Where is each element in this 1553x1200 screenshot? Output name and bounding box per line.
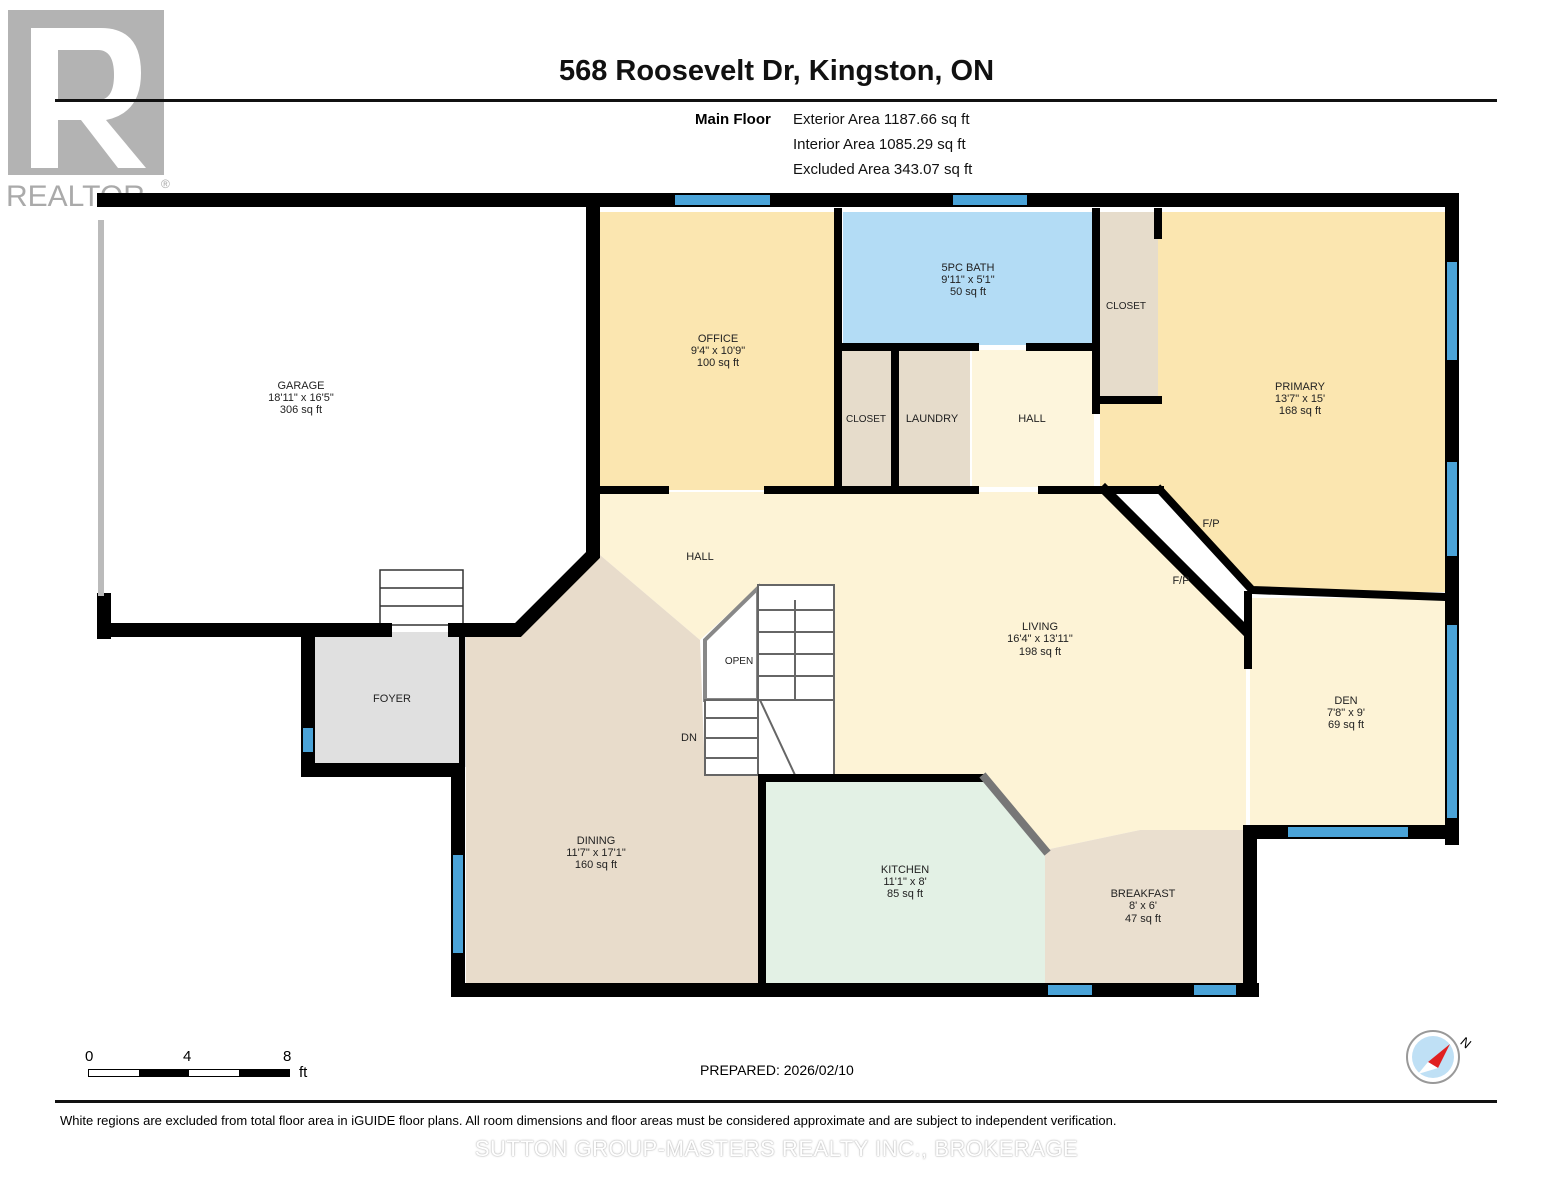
- svg-text:BREAKFAST: BREAKFAST: [1111, 888, 1176, 900]
- divider: [55, 99, 1497, 102]
- room-primary: [1100, 212, 1445, 592]
- compass-icon: N: [1406, 1030, 1475, 1084]
- svg-text:100 sq ft: 100 sq ft: [697, 357, 739, 369]
- scale-bar: 0 4 8 ft: [85, 1048, 325, 1088]
- svg-text:85 sq ft: 85 sq ft: [887, 888, 923, 900]
- floor-name: Main Floor: [695, 111, 771, 128]
- svg-text:69 sq ft: 69 sq ft: [1328, 719, 1364, 731]
- svg-text:47 sq ft: 47 sq ft: [1125, 913, 1161, 925]
- label-laundry: LAUNDRY: [906, 413, 959, 425]
- room-office: [600, 212, 837, 490]
- disclaimer: White regions are excluded from total fl…: [60, 1113, 1117, 1128]
- svg-text:16'4" x 13'11": 16'4" x 13'11": [1007, 633, 1073, 645]
- svg-text:160 sq ft: 160 sq ft: [575, 859, 617, 871]
- room-closet-primary: [1100, 212, 1158, 397]
- divider: [55, 1100, 1497, 1103]
- room-foyer: [312, 632, 466, 767]
- scale-bar-graphic: [88, 1069, 290, 1077]
- room-breakfast: [1045, 830, 1246, 985]
- room-den: [1250, 598, 1445, 830]
- label-hall-upper: HALL: [1018, 413, 1046, 425]
- svg-text:198 sq ft: 198 sq ft: [1019, 646, 1061, 658]
- room-bath: [843, 212, 1093, 345]
- svg-text:OFFICE: OFFICE: [698, 333, 738, 345]
- windows: [303, 195, 1457, 995]
- svg-text:8' x 6': 8' x 6': [1129, 900, 1157, 912]
- room-laundry: [898, 350, 970, 487]
- scale-unit: ft: [299, 1064, 308, 1081]
- svg-text:168 sq ft: 168 sq ft: [1279, 405, 1321, 417]
- svg-text:PRIMARY: PRIMARY: [1275, 381, 1326, 393]
- svg-text:5PC BATH: 5PC BATH: [942, 262, 995, 274]
- scale-tick: 8: [283, 1048, 292, 1065]
- brokerage-watermark: SUTTON GROUP-MASTERS REALTY INC., BROKER…: [474, 1136, 1079, 1161]
- label-fireplace-primary: F/P: [1202, 518, 1219, 530]
- walls: [97, 193, 1459, 997]
- svg-text:18'11" x 16'5": 18'11" x 16'5": [268, 392, 334, 404]
- room-living: [600, 492, 1246, 850]
- svg-text:11'7" x 17'1": 11'7" x 17'1": [566, 847, 626, 859]
- label-closet-hall: CLOSET: [846, 414, 886, 425]
- label-open: OPEN: [725, 656, 753, 667]
- staircase: [703, 583, 835, 776]
- svg-text:13'7" x 15': 13'7" x 15': [1275, 393, 1325, 405]
- realtor-logo: REALTOR ®: [6, 10, 170, 213]
- room-hall-upper: [972, 350, 1094, 487]
- room-kitchen: [765, 780, 1045, 985]
- room-dining: [462, 555, 762, 985]
- label-dn: DN: [681, 732, 697, 744]
- prepared-date: PREPARED: 2026/02/10: [700, 1062, 854, 1078]
- page-title: 568 Roosevelt Dr, Kingston, ON: [558, 55, 995, 87]
- svg-text:11'1" x 8': 11'1" x 8': [883, 876, 926, 888]
- scale-tick: 0: [85, 1048, 94, 1065]
- svg-text:306 sq ft: 306 sq ft: [280, 404, 322, 416]
- label-hall-main: HALL: [686, 551, 714, 563]
- exterior-area: Exterior Area 1187.66 sq ft: [793, 111, 970, 128]
- svg-text:LIVING: LIVING: [1022, 621, 1058, 633]
- svg-text:DINING: DINING: [577, 835, 616, 847]
- label-fireplace-living: F/P: [1172, 575, 1189, 587]
- entry-steps: [379, 569, 464, 626]
- svg-text:GARAGE: GARAGE: [277, 380, 324, 392]
- svg-text:N: N: [1458, 1034, 1475, 1052]
- svg-text:50 sq ft: 50 sq ft: [950, 286, 986, 298]
- scale-tick: 4: [183, 1048, 192, 1065]
- svg-text:9'4" x 10'9": 9'4" x 10'9": [691, 345, 745, 357]
- excluded-area: Excluded Area 343.07 sq ft: [793, 161, 973, 178]
- label-foyer: FOYER: [373, 693, 411, 705]
- room-closet-hall: [840, 350, 892, 487]
- svg-text:KITCHEN: KITCHEN: [881, 864, 929, 876]
- svg-text:7'8" x 9': 7'8" x 9': [1327, 707, 1365, 719]
- interior-area: Interior Area 1085.29 sq ft: [793, 136, 966, 153]
- svg-text:®: ®: [161, 177, 170, 191]
- svg-text:9'11" x 5'1": 9'11" x 5'1": [941, 274, 994, 286]
- label-closet-primary: CLOSET: [1106, 301, 1146, 312]
- svg-text:DEN: DEN: [1334, 695, 1357, 707]
